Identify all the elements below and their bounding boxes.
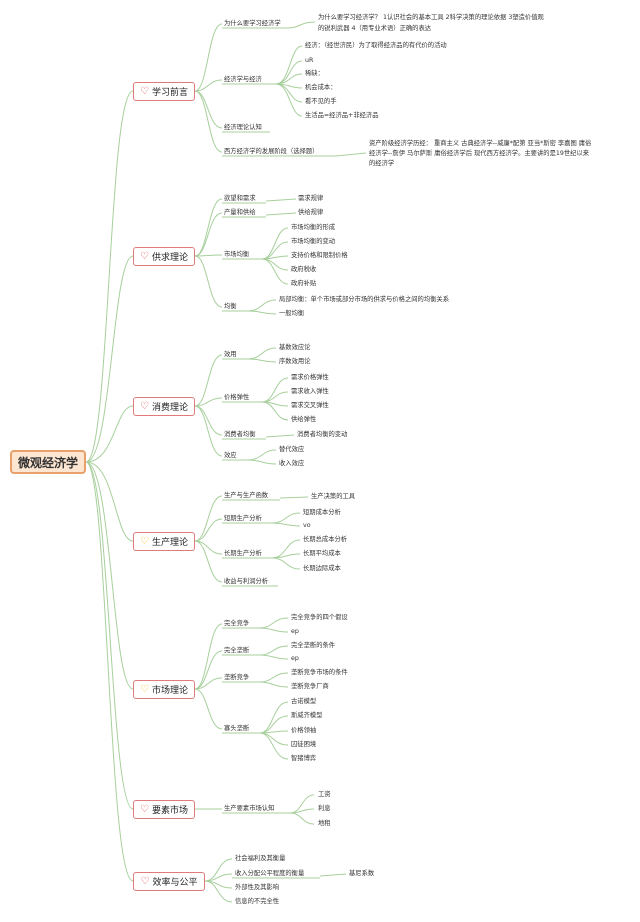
topic-node[interactable]: 西方经济学的发展阶段（选择题）: [224, 148, 319, 155]
branch-label: 市场理论: [151, 686, 188, 696]
topic-leaf[interactable]: 支持价格和限制价格: [291, 252, 348, 259]
topic-leaf[interactable]: 完全竞争的四个假设: [291, 614, 348, 621]
heart-icon: ♡: [140, 875, 150, 887]
topic-leaf[interactable]: 需求价格弹性: [291, 374, 329, 381]
heart-icon: ♡: [140, 803, 149, 815]
topic-leaf[interactable]: 短期成本分析: [303, 509, 341, 516]
topic-node[interactable]: 经济学与经济: [224, 76, 262, 83]
topic-leaf[interactable]: 古诺模型: [291, 698, 317, 705]
topic-leaf[interactable]: uR: [305, 57, 314, 64]
topic-leaf[interactable]: 机会成本：: [305, 84, 337, 91]
topic-node[interactable]: 产量和供给: [224, 209, 256, 216]
topic-leaf[interactable]: 斯威齐模型: [291, 712, 323, 719]
topic-leaf[interactable]: 看不见的手: [305, 98, 337, 105]
topic-leaf[interactable]: 政府补贴: [291, 280, 317, 287]
branch-market[interactable]: ♡ 市场理论: [133, 680, 195, 699]
topic-leaf[interactable]: 需求规律: [298, 195, 324, 202]
topic-node[interactable]: 完全垄断: [224, 647, 250, 654]
topic-leaf[interactable]: 基尼系数: [349, 870, 375, 877]
topic-leaf[interactable]: 基数效应论: [279, 344, 311, 351]
topic-node[interactable]: 完全竞争: [224, 620, 250, 627]
topic-leaf[interactable]: 工资: [318, 791, 331, 798]
topic-leaf[interactable]: 价格领袖: [291, 727, 317, 734]
branch-label: 供求理论: [151, 253, 188, 263]
branch-label: 学习前言: [151, 88, 188, 98]
topic-node[interactable]: 社会福利及其衡量: [235, 855, 286, 862]
topic-node[interactable]: 生产要素市场认知: [224, 805, 275, 812]
topic-leaf[interactable]: 市场均衡的形成: [291, 224, 336, 231]
topic-node[interactable]: 均衡: [224, 303, 237, 310]
topic-node[interactable]: 短期生产分析: [224, 515, 262, 522]
topic-node[interactable]: 欲望和需求: [224, 195, 256, 202]
topic-leaf[interactable]: 长期平均成本: [303, 550, 341, 557]
branch-factor-market[interactable]: ♡ 要素市场: [133, 800, 195, 819]
heart-icon-yellow: ♡: [140, 683, 149, 695]
topic-leaf[interactable]: 一般均衡: [279, 310, 305, 317]
branch-label: 要素市场: [151, 806, 188, 816]
topic-leaf[interactable]: 需求交叉弹性: [291, 402, 329, 409]
topic-leaf[interactable]: 垄断竞争市场的条件: [291, 669, 348, 676]
topic-node[interactable]: 收益与利润分析: [224, 578, 269, 585]
root-node[interactable]: 微观经济学: [10, 450, 86, 474]
branch-supply-demand[interactable]: ♡ 供求理论: [133, 247, 195, 266]
topic-leaf[interactable]: 囚徒困境: [291, 741, 317, 748]
topic-leaf[interactable]: 稀缺：: [305, 70, 324, 77]
topic-node[interactable]: 生产与生产函数: [224, 492, 269, 499]
topic-leaf[interactable]: 长期总成本分析: [303, 536, 348, 543]
topic-leaf[interactable]: 收入效应: [279, 460, 305, 467]
heart-icon: ♡: [140, 85, 149, 97]
topic-leaf[interactable]: 长期边际成本: [303, 565, 341, 572]
topic-detail[interactable]: 的锐利武器 4（用专业术语）正确的表达: [318, 25, 432, 32]
topic-leaf[interactable]: ep: [291, 655, 299, 662]
topic-detail[interactable]: 的经济学: [369, 160, 395, 167]
topic-detail[interactable]: 资产阶级经济学历经： 重商主义 古典经济学--威廉*配第 亚当*斯密 李嘉图 庸…: [369, 140, 592, 147]
branch-label: 生产理论: [151, 538, 188, 548]
topic-node[interactable]: 效应: [224, 452, 237, 459]
topic-node[interactable]: 寡头垄断: [224, 725, 250, 732]
topic-node[interactable]: 信息的不完全性: [235, 898, 280, 905]
heart-icon: ♡: [140, 400, 149, 412]
topic-node[interactable]: 市场均衡: [224, 251, 250, 258]
topic-node[interactable]: 价格弹性: [224, 394, 250, 401]
topic-node[interactable]: 外部性及其影响: [235, 884, 280, 891]
branch-consumption[interactable]: ♡ 消费理论: [133, 397, 195, 416]
branch-efficiency-fairness[interactable]: ♡ 效率与公平: [133, 872, 205, 891]
topic-leaf[interactable]: ep: [291, 628, 299, 635]
topic-leaf[interactable]: 经济：（经世济民）为了取得经济品的有代价的活动: [305, 42, 447, 49]
heart-icon: ♡: [140, 250, 149, 262]
branch-label: 效率与公平: [152, 878, 198, 888]
topic-leaf[interactable]: 供给规律: [298, 209, 324, 216]
topic-leaf[interactable]: 需求收入弹性: [291, 388, 329, 395]
topic-leaf[interactable]: 局部均衡：单个市场或部分市场的供求与价格之间的均衡关系: [279, 296, 450, 303]
topic-detail[interactable]: 为什么要学习经济学？ 1认识社会的基本工具 2科学决策的理论依据 3塑造价值观: [318, 14, 544, 21]
topic-leaf[interactable]: 市场均衡的变动: [291, 238, 336, 245]
topic-leaf[interactable]: 完全垄断的条件: [291, 642, 336, 649]
topic-leaf[interactable]: 生活品=经济品+非经济品: [305, 112, 379, 119]
topic-leaf[interactable]: 替代效应: [279, 446, 305, 453]
topic-node[interactable]: 经济理论认知: [224, 124, 262, 131]
topic-leaf[interactable]: vo: [303, 522, 311, 529]
topic-leaf[interactable]: 序数效用论: [279, 358, 311, 365]
topic-leaf[interactable]: 垄断竞争厂商: [291, 683, 329, 690]
heart-icon-yellow: ♡: [140, 535, 149, 547]
topic-node[interactable]: 长期生产分析: [224, 550, 262, 557]
topic-node[interactable]: 垄断竞争: [224, 674, 250, 681]
topic-node[interactable]: 效用: [224, 351, 237, 358]
branch-study-preface[interactable]: ♡ 学习前言: [133, 82, 195, 101]
topic-leaf[interactable]: 生产决策的工具: [311, 493, 356, 500]
topic-node[interactable]: 收入分配公平程度的衡量: [235, 870, 305, 877]
topic-leaf[interactable]: 地租: [318, 820, 331, 827]
topic-leaf[interactable]: 智猪博弈: [291, 755, 317, 762]
branch-production[interactable]: ♡ 生产理论: [133, 532, 195, 551]
branch-label: 消费理论: [151, 403, 188, 413]
topic-node[interactable]: 为什么要学习经济学: [224, 20, 281, 27]
topic-leaf[interactable]: 供给弹性: [291, 416, 317, 423]
topic-node[interactable]: 消费者均衡: [224, 431, 256, 438]
topic-leaf[interactable]: 利息: [318, 805, 331, 812]
topic-leaf[interactable]: 政府税收: [291, 266, 317, 273]
topic-leaf[interactable]: 消费者均衡的变动: [297, 431, 348, 438]
topic-detail[interactable]: 经济学--詹伊 马尔萨斯 庸俗经济学后 现代西方经济学。主要讲的是19世纪以来: [369, 150, 590, 157]
